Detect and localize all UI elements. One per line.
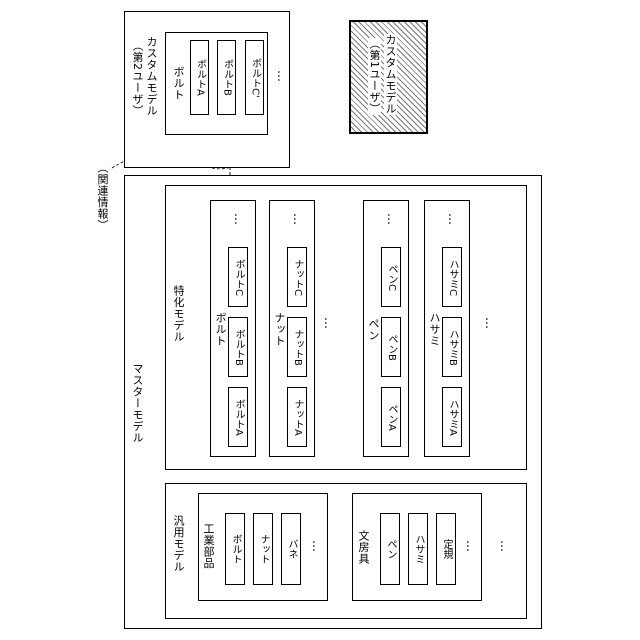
spec-bolt-ellipsis: … bbox=[233, 213, 245, 226]
related-info-label: （関連情報） bbox=[96, 162, 109, 231]
general-item-scissors: ハサミ bbox=[408, 513, 428, 585]
general-industrial-ellipsis: … bbox=[311, 540, 323, 553]
spec-group-scissors-label: ハサミ bbox=[428, 312, 441, 347]
spec-nut-a: ナットA bbox=[287, 387, 307, 447]
spec-pen-b: ペンB bbox=[381, 317, 401, 377]
general-stationery-ellipsis: … bbox=[465, 540, 477, 553]
general-item-nut: ナット bbox=[253, 513, 273, 585]
general-model-title: 汎用モデル bbox=[172, 515, 185, 573]
custom-bolt-c: ボルトC' bbox=[245, 40, 264, 115]
spec-nut-ellipsis: … bbox=[292, 213, 304, 226]
custom-bolt-ellipsis: … bbox=[276, 70, 288, 83]
custom-model-user1-title: カスタムモデル bbox=[384, 34, 397, 115]
general-item-bolt: ボルト bbox=[225, 513, 245, 585]
spec-scissors-ellipsis: … bbox=[447, 213, 459, 226]
spec-group-nut-label: ナット bbox=[273, 312, 286, 347]
spec-group-bolt-label: ボルト bbox=[214, 312, 227, 347]
spec-tail-ellipsis: … bbox=[484, 317, 496, 330]
general-group-industrial-label: 工業部品 bbox=[202, 523, 215, 569]
spec-scissors-c: ハサミC bbox=[442, 247, 462, 307]
spec-scissors-a: ハサミA bbox=[442, 387, 462, 447]
custom-model-user1-subtitle: （第1ユーザ） bbox=[368, 38, 381, 115]
custom-model-user2-subtitle: （第2ユーザ） bbox=[131, 40, 144, 117]
spec-pen-a: ペンA bbox=[381, 387, 401, 447]
custom-model-user2-title: カスタムモデル bbox=[145, 36, 158, 117]
spec-group-pen-label: ペン bbox=[367, 318, 380, 341]
spec-pen-c: ペンC bbox=[381, 247, 401, 307]
general-group-stationery-label: 文房具 bbox=[357, 530, 370, 565]
general-item-pen: ペン bbox=[380, 513, 400, 585]
spec-bolt-b: ボルトB bbox=[228, 317, 248, 377]
spec-between-ellipsis: … bbox=[323, 317, 335, 330]
custom-bolt-b: ボルトB bbox=[217, 40, 236, 115]
spec-bolt-c: ボルトC bbox=[228, 247, 248, 307]
spec-scissors-b: ハサミB bbox=[442, 317, 462, 377]
spec-bolt-a: ボルトA bbox=[228, 387, 248, 447]
master-model-title: マスターモデル bbox=[131, 363, 144, 444]
general-item-ruler: 定規 bbox=[436, 513, 456, 585]
general-tail-ellipsis: … bbox=[499, 540, 511, 553]
custom-bolt-group-label: ボルト bbox=[172, 66, 185, 101]
spec-nut-c: ナットC bbox=[287, 247, 307, 307]
spec-pen-ellipsis: … bbox=[386, 213, 398, 226]
spec-nut-b: ナットB bbox=[287, 317, 307, 377]
general-item-spring: バネ bbox=[281, 513, 301, 585]
specialized-model-title: 特化モデル bbox=[172, 285, 185, 343]
custom-bolt-a: ボルトA bbox=[190, 40, 209, 115]
